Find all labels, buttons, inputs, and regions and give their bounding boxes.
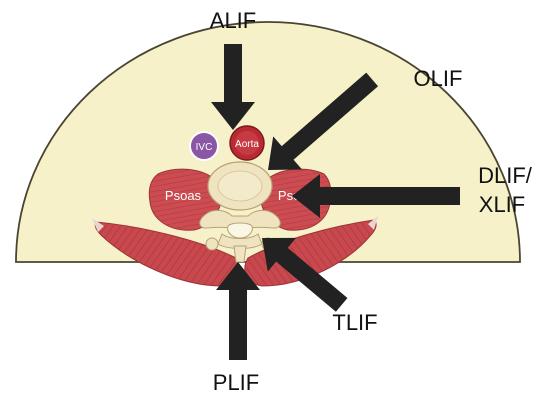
transverse-processes <box>199 209 281 229</box>
aorta: Aorta <box>229 125 265 161</box>
dlif-label-line1: DLIF/ <box>478 163 533 188</box>
tlif-approach: TLIF <box>262 237 378 335</box>
olif-arrow <box>268 72 379 170</box>
plif-approach: PLIF <box>213 262 260 395</box>
olif-label: OLIF <box>414 66 463 91</box>
ivc: IVC <box>189 131 219 161</box>
tlif-label: TLIF <box>332 310 377 335</box>
spinal-canal <box>227 222 253 239</box>
ivc-label: IVC <box>196 142 213 153</box>
ivc-vessel <box>189 131 219 161</box>
olif-approach: OLIF <box>268 66 463 170</box>
plif-label: PLIF <box>213 370 259 395</box>
alif-arrow <box>211 44 255 130</box>
psoas-left <box>148 168 222 231</box>
spinous-process <box>233 245 247 263</box>
alif-approach: ALIF <box>210 8 256 130</box>
tlif-arrow <box>262 237 348 312</box>
alif-label: ALIF <box>210 8 256 33</box>
dlif-xlif-arrow <box>292 174 460 218</box>
right-back-muscle <box>244 219 377 287</box>
vertebra <box>199 161 281 263</box>
dlif-label-line2: XLIF <box>479 192 525 217</box>
aorta-label: Aorta <box>235 139 259 150</box>
plif-arrow <box>216 262 260 360</box>
dlif-xlif-approach: DLIF/ XLIF <box>292 163 533 218</box>
psoas-left-label: Psoas <box>165 188 202 203</box>
